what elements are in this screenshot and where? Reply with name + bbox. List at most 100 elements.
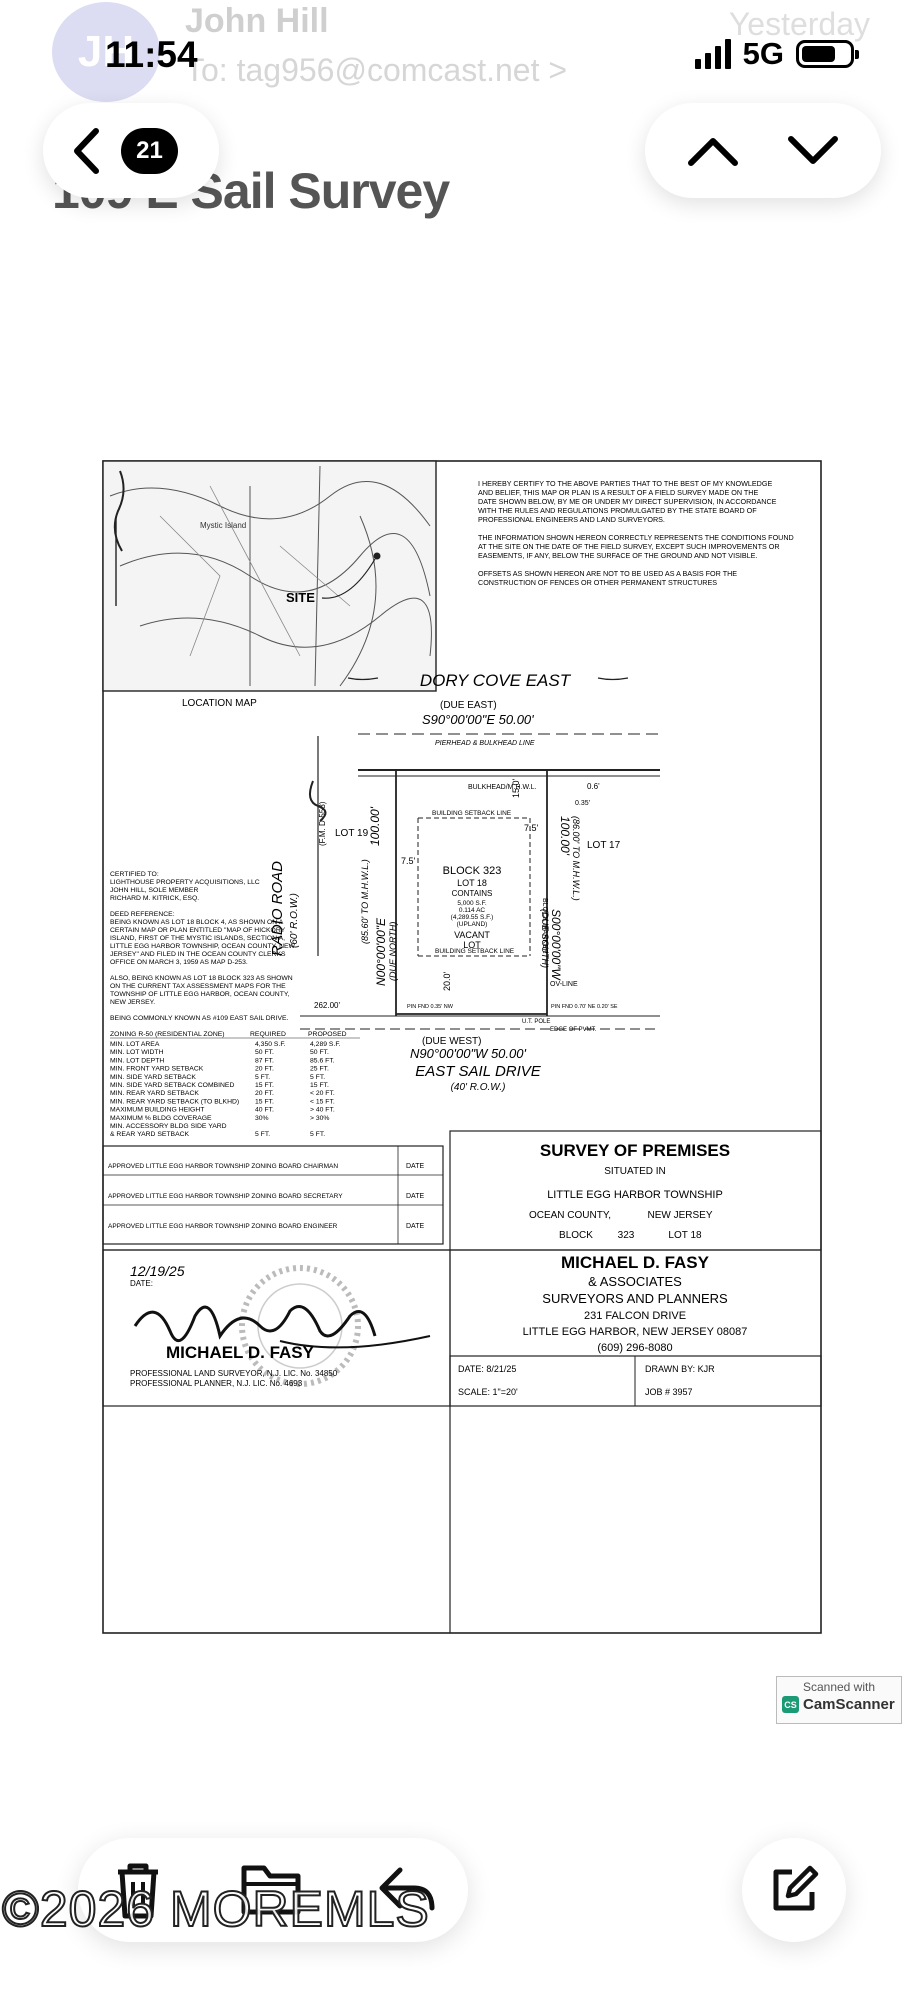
svg-text:0.35': 0.35' bbox=[575, 800, 590, 807]
certified-to-block: CERTIFIED TO: LIGHTHOUSE PROPERTY ACQUIS… bbox=[110, 871, 296, 1022]
svg-text:BLOCK: BLOCK bbox=[559, 1230, 593, 1241]
zoning-cell: MIN. ACCESSORY BLDG SIDE YARD bbox=[110, 1123, 227, 1130]
svg-text:BEING KNOWN AS LOT 18 BLOCK 4,: BEING KNOWN AS LOT 18 BLOCK 4, AS SHOWN … bbox=[110, 919, 284, 926]
zoning-cell: < 15 FT. bbox=[310, 1098, 335, 1105]
svg-text:(UPLAND): (UPLAND) bbox=[457, 921, 488, 928]
zoning-cell: MIN. LOT AREA bbox=[110, 1041, 160, 1048]
zoning-cell: 40 FT. bbox=[255, 1107, 274, 1114]
survey-attachment[interactable]: Mystic Island SITE LOCATION MAP I HEREBY… bbox=[100, 456, 824, 1656]
svg-text:PIN FND 0.35' NW: PIN FND 0.35' NW bbox=[407, 1004, 454, 1010]
svg-text:EDGE OF PVMT.: EDGE OF PVMT. bbox=[550, 1027, 597, 1033]
zoning-cell: MIN. REAR YARD SETBACK bbox=[110, 1090, 199, 1097]
svg-text:TOWNSHIP OF LITTLE EGG HARBOR,: TOWNSHIP OF LITTLE EGG HARBOR, OCEAN COU… bbox=[110, 991, 290, 998]
compose-icon bbox=[773, 1865, 819, 1911]
svg-text:AND BELIEF, THIS MAP OR PLAN I: AND BELIEF, THIS MAP OR PLAN IS A RESULT… bbox=[478, 488, 758, 497]
zoning-cell: 87 FT. bbox=[255, 1057, 274, 1064]
svg-text:LOT 19: LOT 19 bbox=[335, 828, 369, 839]
svg-text:BUILDING SETBACK LINE: BUILDING SETBACK LINE bbox=[432, 810, 512, 817]
svg-text:(609) 296-8080: (609) 296-8080 bbox=[597, 1342, 672, 1354]
svg-text:EASEMENTS, IF ANY, BELOW THE S: EASEMENTS, IF ANY, BELOW THE SURFACE OF … bbox=[478, 551, 757, 560]
zoning-cell: MIN. REAR YARD SETBACK (TO BLKHD) bbox=[110, 1098, 239, 1105]
certification-statement: I HEREBY CERTIFY TO THE ABOVE PARTIES TH… bbox=[478, 479, 794, 587]
svg-text:100.00': 100.00' bbox=[368, 806, 382, 846]
zoning-cell: MAXIMUM BUILDING HEIGHT bbox=[110, 1107, 204, 1114]
recipient-line[interactable]: To: tag956@comcast.net > bbox=[185, 52, 568, 88]
svg-text:I HEREBY CERTIFY TO THE ABOVE: I HEREBY CERTIFY TO THE ABOVE PARTIES TH… bbox=[478, 479, 772, 488]
svg-text:RADIO ROAD: RADIO ROAD bbox=[269, 861, 286, 956]
svg-text:PROFESSIONAL ENGINEERS AND LAN: PROFESSIONAL ENGINEERS AND LAND SURVEYOR… bbox=[478, 515, 665, 524]
svg-text:CERTIFIED TO:: CERTIFIED TO: bbox=[110, 871, 159, 878]
chevron-down-icon[interactable] bbox=[786, 134, 840, 168]
svg-text:ZONING R-50 (RESIDENTIAL ZONE): ZONING R-50 (RESIDENTIAL ZONE) bbox=[110, 1031, 225, 1038]
svg-text:SITUATED IN: SITUATED IN bbox=[604, 1166, 665, 1177]
svg-text:LOT: LOT bbox=[463, 940, 481, 950]
svg-text:(85.60' TO M.H.W.L.): (85.60' TO M.H.W.L.) bbox=[360, 859, 370, 944]
svg-text:12/19/25: 12/19/25 bbox=[130, 1263, 185, 1279]
property-plot: DORY COVE EAST (DUE EAST) S90°00'00"E 50… bbox=[269, 671, 660, 1093]
svg-text:(DUE NORTH): (DUE NORTH) bbox=[388, 922, 398, 981]
svg-text:DRAWN BY: KJR: DRAWN BY: KJR bbox=[645, 1364, 715, 1374]
svg-text:BLOCK MARKER: BLOCK MARKER bbox=[541, 898, 548, 954]
network-type: 5G bbox=[742, 36, 784, 71]
svg-text:SURVEY OF PREMISES: SURVEY OF PREMISES bbox=[540, 1141, 730, 1160]
zoning-cell: 50 FT. bbox=[310, 1049, 329, 1056]
svg-text:N00°00'00"E: N00°00'00"E bbox=[374, 917, 388, 986]
zoning-cell: 5 FT. bbox=[255, 1074, 270, 1081]
svg-text:WITH THE RULES AND REGULATIONS: WITH THE RULES AND REGULATIONS PROMULGAT… bbox=[478, 506, 757, 515]
svg-text:REQUIRED: REQUIRED bbox=[250, 1031, 286, 1038]
sender-avatar[interactable]: JH bbox=[52, 2, 160, 102]
sender-name[interactable]: John Hill bbox=[185, 2, 329, 40]
svg-text:BLOCK 323: BLOCK 323 bbox=[443, 865, 502, 877]
status-indicators: 5G bbox=[694, 36, 859, 72]
svg-text:DATE: DATE bbox=[406, 1223, 424, 1230]
zoning-cell: 15 FT. bbox=[255, 1082, 274, 1089]
title-block: SURVEY OF PREMISES SITUATED IN LITTLE EG… bbox=[449, 1130, 822, 1251]
location-map: Mystic Island SITE LOCATION MAP bbox=[102, 460, 437, 709]
svg-text:MICHAEL D. FASY: MICHAEL D. FASY bbox=[166, 1343, 315, 1362]
svg-text:LOT 17: LOT 17 bbox=[587, 840, 621, 851]
bottom-toolbar bbox=[78, 1838, 468, 1942]
north-street-name: DORY COVE EAST bbox=[420, 671, 572, 690]
svg-text:PROFESSIONAL PLANNER, N.J. LIC: PROFESSIONAL PLANNER, N.J. LIC. No. 4693 bbox=[130, 1379, 303, 1388]
svg-text:AT THE SITE ON THE DATE OF THE: AT THE SITE ON THE DATE OF THE FIELD SUR… bbox=[478, 542, 780, 551]
svg-text:(40' R.O.W.): (40' R.O.W.) bbox=[451, 1082, 506, 1093]
zoning-cell: 15 FT. bbox=[310, 1082, 329, 1089]
svg-text:APPROVED LITTLE EGG HARBOR TOW: APPROVED LITTLE EGG HARBOR TOWNSHIP ZONI… bbox=[108, 1163, 338, 1170]
zoning-cell: & REAR YARD SETBACK bbox=[110, 1131, 190, 1138]
svg-text:7.5': 7.5' bbox=[401, 856, 416, 866]
chevron-left-icon bbox=[74, 127, 99, 174]
svg-text:5,000 S.F.: 5,000 S.F. bbox=[457, 900, 486, 907]
svg-text:THE INFORMATION SHOWN HEREON C: THE INFORMATION SHOWN HEREON CORRECTLY R… bbox=[478, 533, 794, 542]
svg-text:0.6': 0.6' bbox=[587, 782, 600, 791]
compose-button[interactable] bbox=[742, 1838, 846, 1942]
svg-text:BUILDING SETBACK LINE: BUILDING SETBACK LINE bbox=[435, 948, 515, 955]
svg-text:(F.M. D-553): (F.M. D-553) bbox=[318, 801, 327, 846]
zoning-cell: 4,289 S.F. bbox=[310, 1041, 341, 1048]
zoning-cell: 20 FT. bbox=[255, 1066, 274, 1073]
svg-text:JOHN HILL, SOLE MEMBER: JOHN HILL, SOLE MEMBER bbox=[110, 887, 198, 894]
reply-icon[interactable] bbox=[374, 1858, 438, 1920]
svg-text:DATE: DATE bbox=[406, 1163, 424, 1170]
svg-text:PROFESSIONAL LAND SURVEYOR, N.: PROFESSIONAL LAND SURVEYOR, N.J. LIC. No… bbox=[130, 1369, 338, 1378]
svg-text:CERTAIN MAP OR PLAN ENTITLED ": CERTAIN MAP OR PLAN ENTITLED "MAP OF HIC… bbox=[110, 927, 286, 934]
zoning-cell: MIN. FRONT YARD SETBACK bbox=[110, 1066, 204, 1073]
back-button[interactable]: 21 bbox=[43, 103, 219, 198]
svg-text:LITTLE EGG HARBOR TOWNSHIP, OC: LITTLE EGG HARBOR TOWNSHIP, OCEAN COUNTY… bbox=[110, 943, 296, 950]
svg-text:SCALE: 1"=20': SCALE: 1"=20' bbox=[458, 1387, 518, 1397]
svg-text:RICHARD M. KITRICK, ESQ.: RICHARD M. KITRICK, ESQ. bbox=[110, 895, 199, 902]
folder-icon[interactable] bbox=[238, 1858, 304, 1920]
svg-text:(60' R.O.W.): (60' R.O.W.) bbox=[289, 893, 300, 948]
chevron-up-icon[interactable] bbox=[686, 134, 740, 168]
svg-text:100.00': 100.00' bbox=[558, 816, 572, 856]
svg-text:LITTLE EGG HARBOR TOWNSHIP: LITTLE EGG HARBOR TOWNSHIP bbox=[547, 1189, 723, 1201]
zoning-cell: 15 FT. bbox=[255, 1098, 274, 1105]
svg-text:DATE: DATE bbox=[406, 1193, 424, 1200]
zoning-cell: MIN. SIDE YARD SETBACK bbox=[110, 1074, 196, 1081]
trash-icon[interactable] bbox=[108, 1858, 168, 1922]
received-time: Yesterday bbox=[728, 6, 870, 42]
zoning-cell: 85.6 FT. bbox=[310, 1057, 335, 1064]
svg-text:323: 323 bbox=[618, 1230, 635, 1241]
svg-text:N90°00'00"W 50.00': N90°00'00"W 50.00' bbox=[410, 1046, 526, 1061]
zoning-cell: 5 FT. bbox=[310, 1131, 325, 1138]
svg-text:(DUE SOUTH): (DUE SOUTH) bbox=[540, 909, 550, 968]
